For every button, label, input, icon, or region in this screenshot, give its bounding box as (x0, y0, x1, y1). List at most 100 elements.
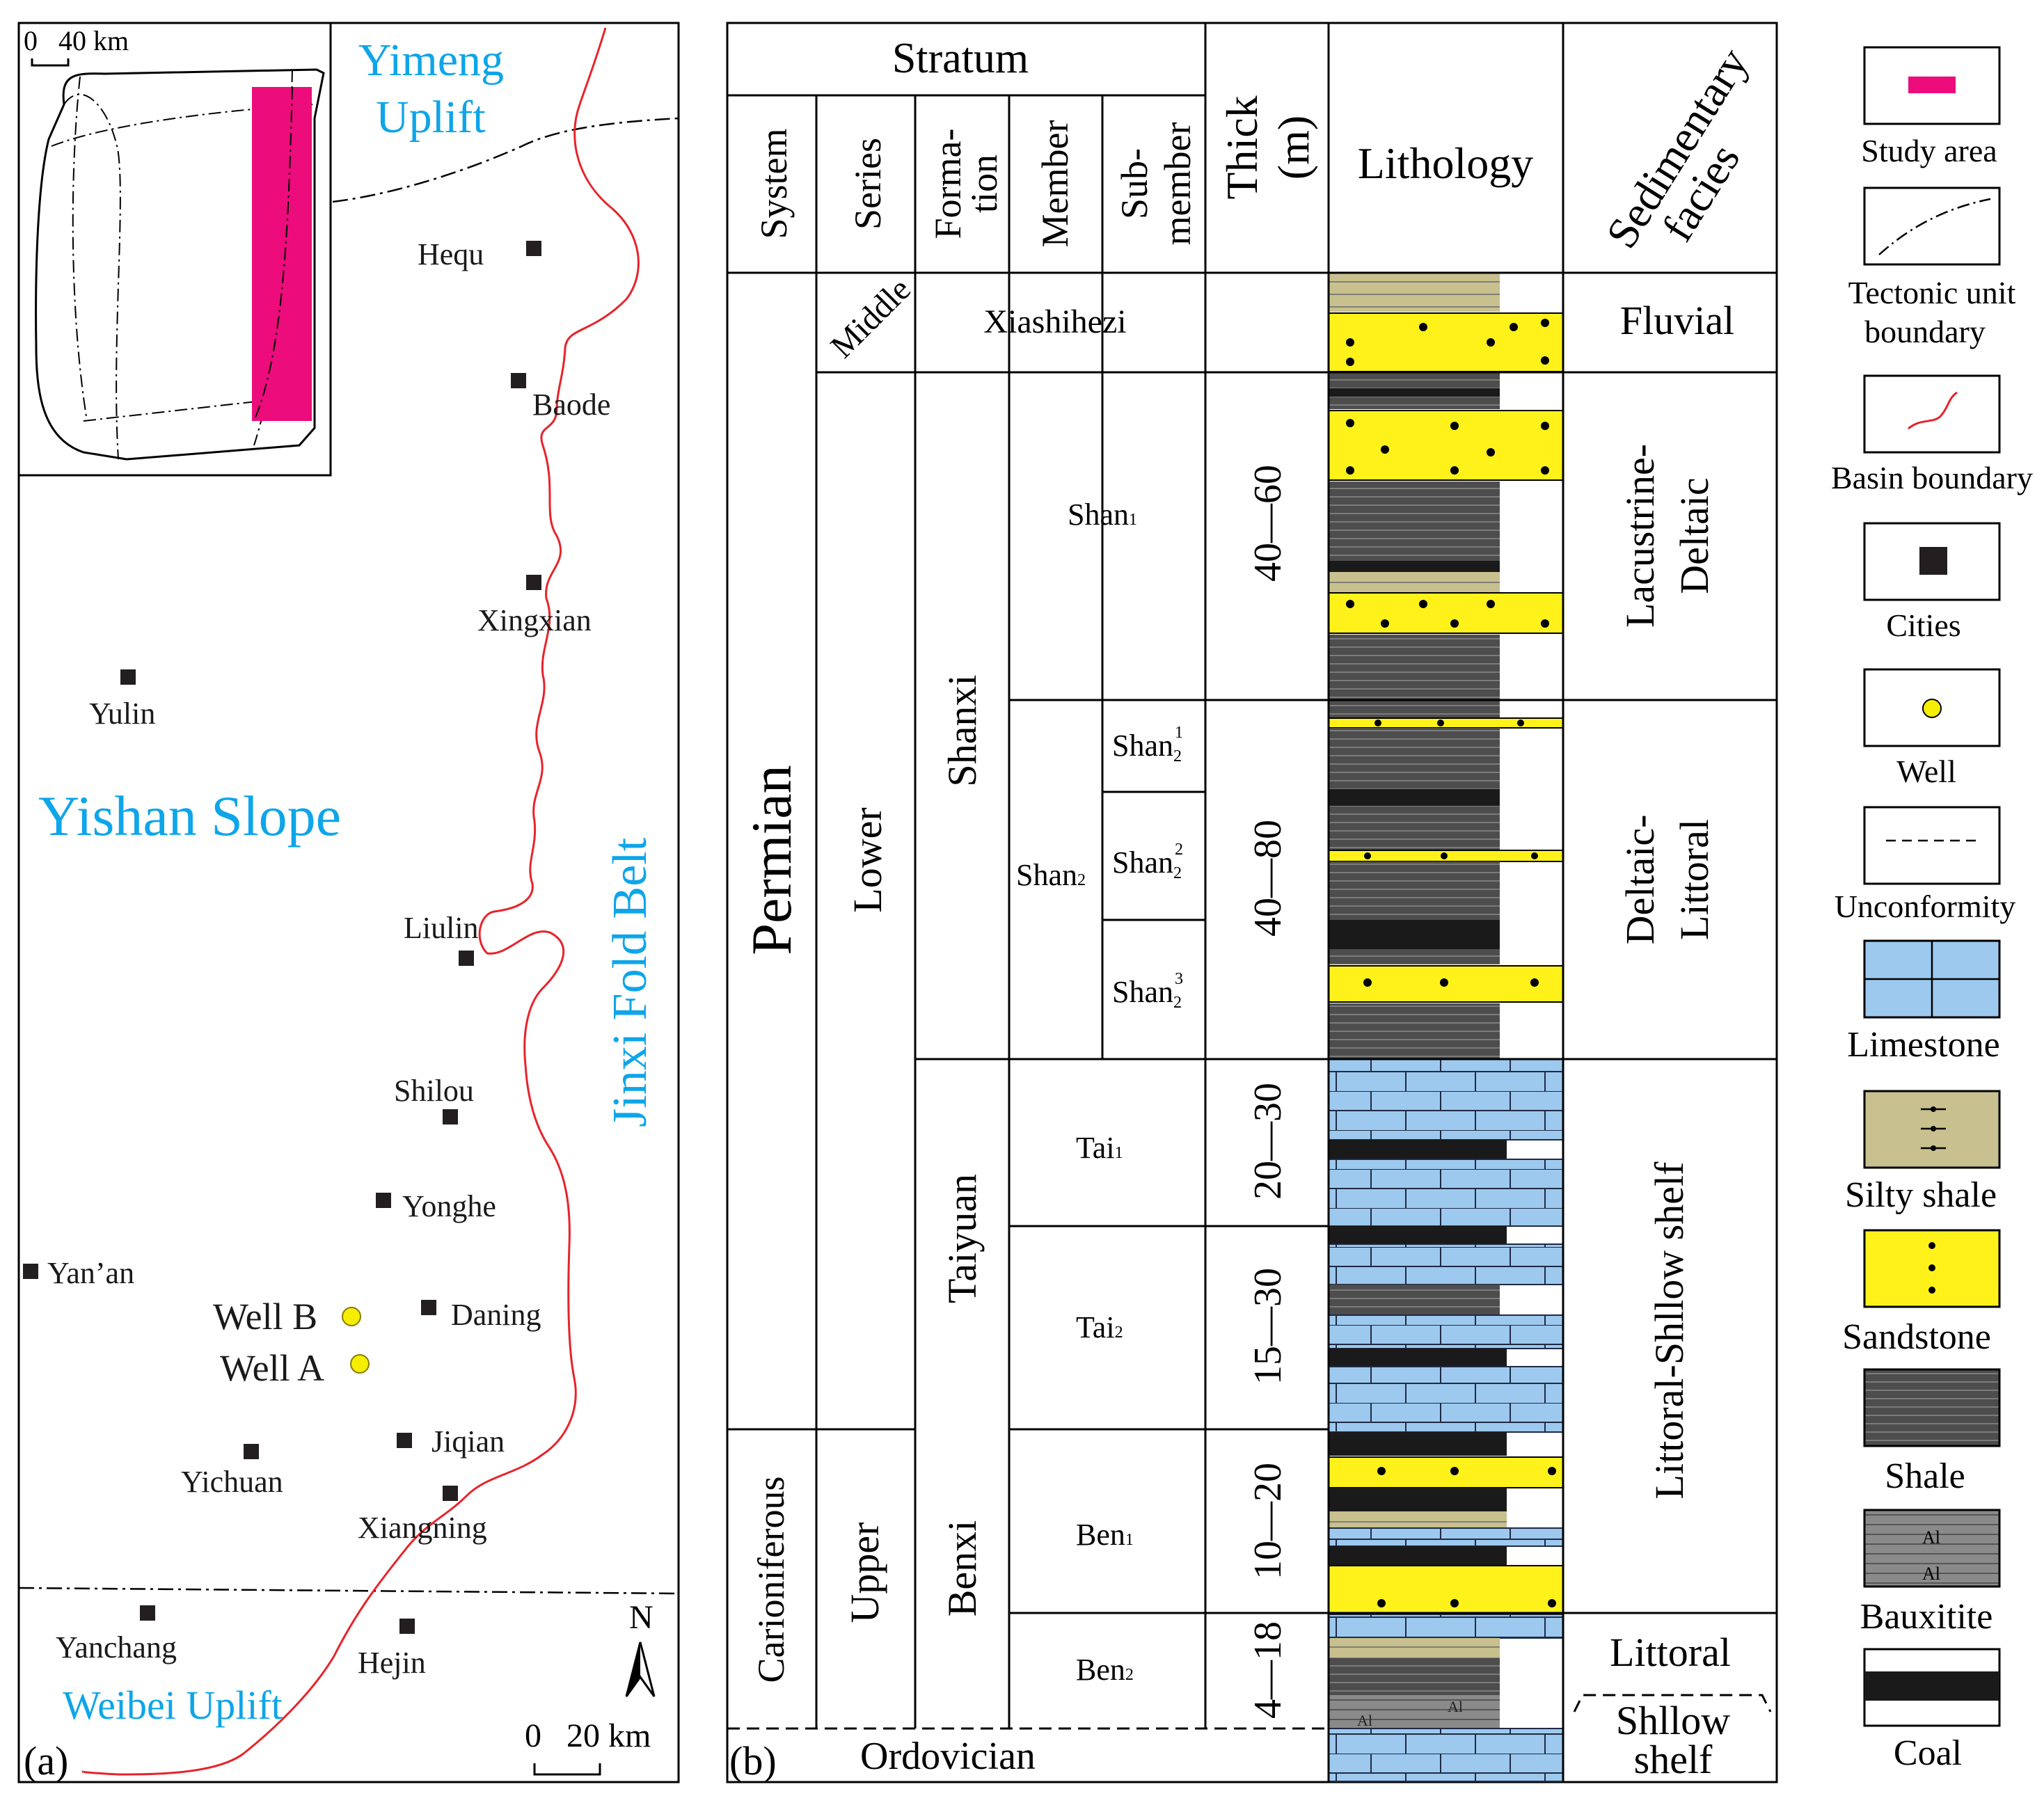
legend-tectonic-box (1863, 186, 2001, 266)
map-scale-label: 0 20 km (525, 1717, 651, 1754)
submember-shan2-2: Shan22 (1112, 841, 1183, 882)
shale-bed (1329, 482, 1500, 572)
member-ben2: Ben2 (1076, 1653, 1134, 1687)
legend-label-sandstone: Sandstone (1842, 1317, 1991, 1357)
thickness-ben2: 4—18 (1246, 1621, 1290, 1719)
cities-layer: Hequ Baode Xingxian Yulin Liulin Shilou … (23, 237, 610, 1680)
panel-a-label: (a) (24, 1738, 68, 1783)
city-marker (399, 1619, 415, 1634)
coal-bed (1329, 388, 1500, 397)
limestone-bed (1328, 1728, 1564, 1782)
weibei-uplift-label: Weibei Uplift (63, 1683, 283, 1728)
facies-lacustrine-2: Deltaic (1672, 477, 1717, 594)
column-frame (726, 22, 1778, 1783)
bauxite-mark: Al (1448, 1698, 1463, 1715)
silty-shale-bed (1329, 572, 1500, 593)
legend-shale-box (1863, 1368, 2001, 1447)
system-permian: Permian (740, 765, 803, 955)
city-label-liulin: Liulin (404, 911, 479, 945)
facies-labels: Fluvial Lacustrine- Deltaic Deltaic- Lit… (1610, 298, 1734, 1782)
sandstone-bed (1328, 410, 1564, 481)
limestone-bed (1328, 1314, 1564, 1349)
city-marker (526, 575, 541, 590)
city-label-hequ: Hequ (418, 237, 484, 271)
submember-labels: Shan21 Shan22 Shan23 (1112, 724, 1183, 1012)
city-marker (397, 1433, 412, 1448)
coal-bed (1329, 1546, 1507, 1566)
legend-cities-swatch (1919, 547, 1947, 575)
formation-shanxi: Shanxi (940, 674, 985, 786)
limestone-bed (1328, 1527, 1564, 1547)
legend-bauxite-box (1863, 1509, 2001, 1588)
thickness-labels: 40—60 40—80 20—30 15—30 10—20 4—18 (1246, 465, 1290, 1719)
header-member: Member (1034, 120, 1076, 248)
facies-fluvial: Fluvial (1620, 298, 1734, 343)
header-thick: Thick (1217, 95, 1267, 199)
legend-label-shale: Shale (1885, 1456, 1965, 1496)
bauxite-bed (1329, 1695, 1500, 1728)
city-marker (244, 1444, 259, 1459)
legend-label-coal: Coal (1894, 1733, 1962, 1773)
legend-coal-swatch (1864, 1671, 1999, 1701)
inset-map: 0 40 km (17, 22, 332, 477)
series-upper: Upper (842, 1523, 887, 1623)
coal-bed (1329, 561, 1500, 572)
city-label-yanchang: Yanchang (56, 1630, 177, 1664)
city-label-shilou: Shilou (394, 1074, 474, 1108)
legend-label-tectonic-2: boundary (1864, 314, 1986, 349)
sandstone-bed (1328, 1565, 1564, 1614)
formation-taiyuan: Taiyuan (940, 1174, 985, 1303)
header-formation-1: Forma- (927, 129, 969, 239)
city-marker (140, 1605, 155, 1621)
lithology-column: Al Al (1328, 273, 1564, 1782)
facies-shallow-1: Shllow (1616, 1698, 1730, 1743)
city-marker (120, 669, 136, 685)
facies-littoral-shelf: Littoral-Shllow shelf (1647, 1161, 1692, 1500)
city-marker (459, 951, 474, 966)
header-formation-2: tion (963, 154, 1005, 213)
coal-bed (1329, 1432, 1507, 1456)
header-stratum: Stratum (892, 35, 1029, 82)
legend-label-bauxite: Bauxitite (1860, 1597, 1993, 1637)
inset-unit-boundary (51, 69, 314, 460)
coal-bed (1329, 1226, 1507, 1244)
facies-deltaic-1: Deltaic- (1617, 815, 1663, 945)
header-thick-unit: (m) (1269, 116, 1318, 180)
legend-study-area-swatch (1908, 77, 1956, 93)
facies-deltaic-2: Littoral (1672, 819, 1717, 940)
city-label-yonghe: Yonghe (402, 1189, 496, 1223)
shale-bed (1329, 1285, 1500, 1315)
city-marker (443, 1109, 458, 1124)
facies-dashed-boundary (1573, 1694, 1772, 1712)
legend-well-swatch (1922, 699, 1942, 718)
silty-shale-bed (1329, 1511, 1507, 1528)
thickness-shan2: 40—80 (1246, 820, 1290, 937)
legend-basin-box (1863, 374, 2001, 454)
basin-boundary-line (81, 27, 640, 1776)
legend-label-basin: Basin boundary (1831, 460, 2033, 495)
member-shan1: Shan1 (1068, 498, 1137, 532)
shale-bed (1329, 1658, 1500, 1695)
well-a-label: Well A (220, 1347, 324, 1389)
legend-silty-shale-box (1863, 1090, 2001, 1169)
system-carboniferous: Carioniferous (750, 1477, 792, 1683)
city-label-yanan: Yan’an (47, 1256, 134, 1290)
thickness-tai1: 20—30 (1246, 1083, 1290, 1200)
well-b-label: Well B (213, 1296, 317, 1337)
legend-label-limestone: Limestone (1847, 1025, 2000, 1065)
header-series: Series (847, 138, 889, 230)
inset-study-area (252, 87, 312, 421)
city-label-xiangning: Xiangning (358, 1511, 487, 1545)
city-marker (421, 1300, 436, 1315)
tectonic-boundary-south (18, 1587, 679, 1595)
map-scale-bar (533, 1763, 601, 1776)
header-submember-2: member (1157, 122, 1198, 246)
legend-label-cities: Cities (1886, 607, 1960, 643)
north-label: N (629, 1599, 653, 1636)
shale-bed (1329, 1003, 1500, 1059)
legend-bauxite-mark: Al (1922, 1564, 1940, 1584)
series-lower: Lower (845, 807, 890, 912)
member-labels: Shan1 Shan2 Tai1 Tai2 Ben1 Ben2 (1016, 498, 1137, 1687)
coal-bed (1329, 1349, 1507, 1367)
legend-label-study-area: Study area (1861, 133, 1997, 168)
